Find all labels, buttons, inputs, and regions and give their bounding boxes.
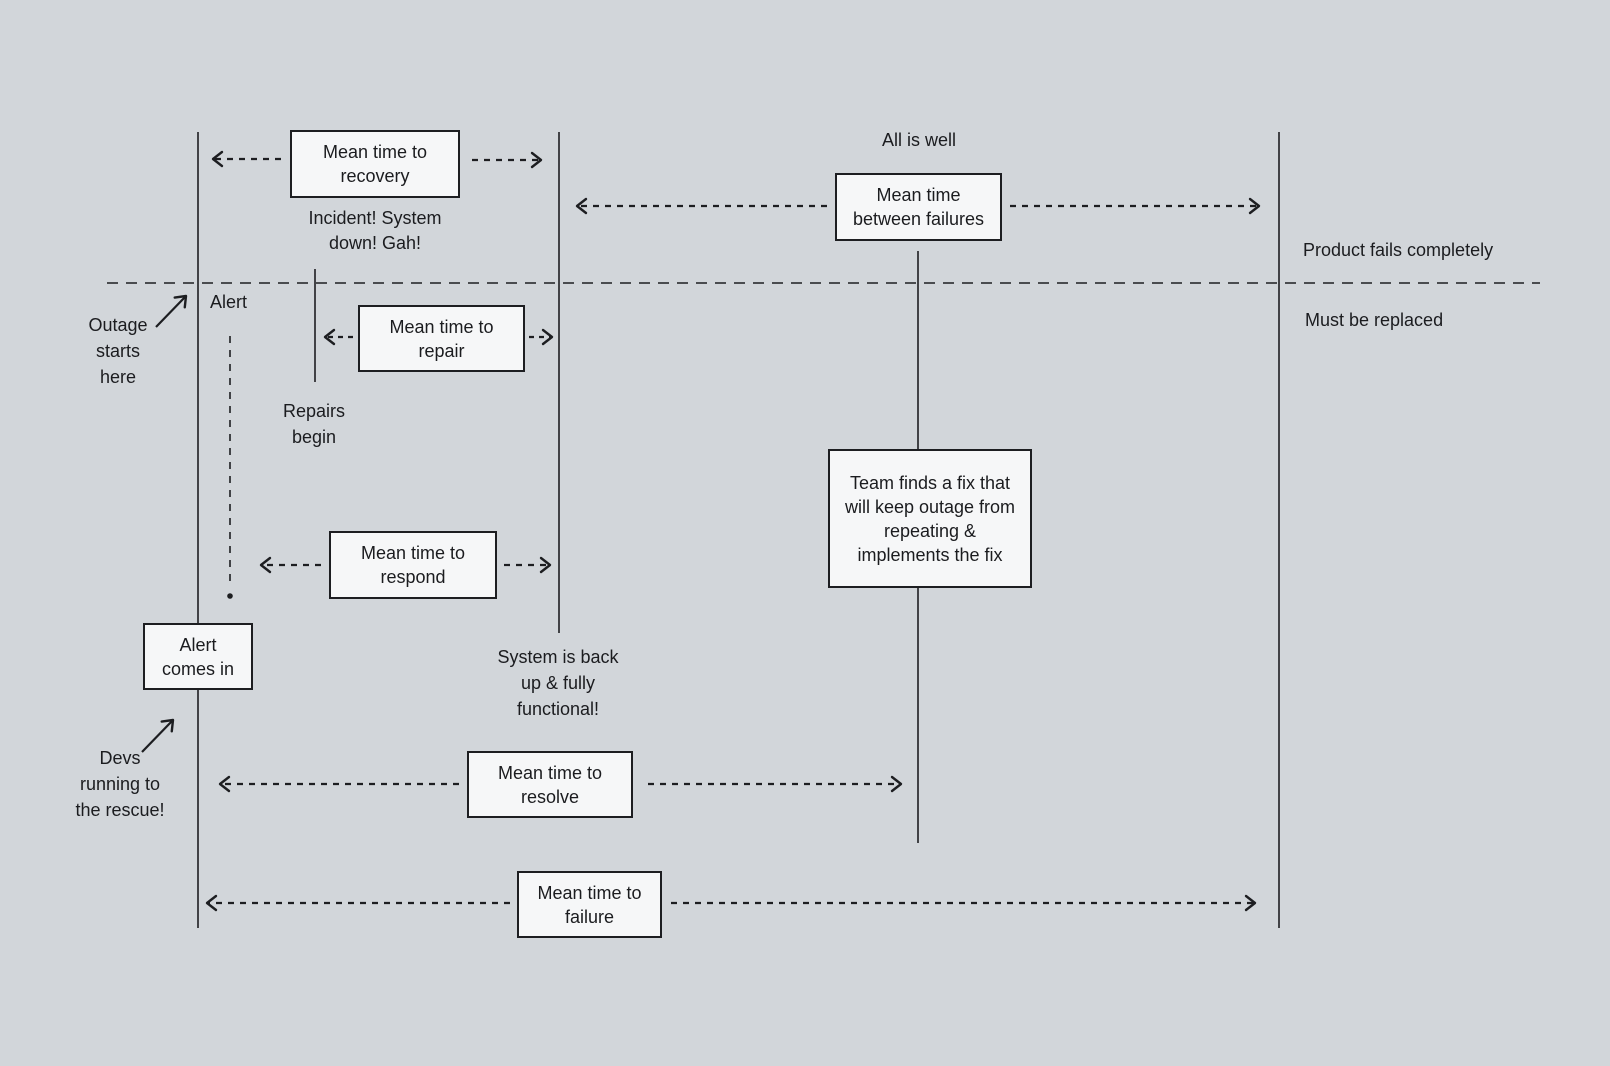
product-fails-completely-label: Product fails completely bbox=[1303, 240, 1494, 260]
alert-drop-end-dot bbox=[227, 593, 233, 599]
mean-time-between-failures-box: Mean time between failures bbox=[835, 173, 1002, 241]
repairs-begin-label: Repairs begin bbox=[282, 401, 346, 447]
devs-pointer-arrow bbox=[141, 718, 175, 753]
system-back-up-label: System is back up & fully functional! bbox=[497, 647, 619, 719]
incident-system-down-label: Incident! System down! Gah! bbox=[308, 208, 442, 253]
mean-time-to-resolve-box: Mean time to resolve bbox=[467, 751, 633, 818]
all-is-well-label: All is well bbox=[881, 130, 956, 150]
alert-comes-in-box: Alert comes in bbox=[143, 623, 253, 690]
outage-starts-here-label: Outage starts here bbox=[88, 315, 148, 387]
alert-label: Alert bbox=[210, 292, 248, 312]
must-be-replaced-label: Must be replaced bbox=[1305, 310, 1444, 330]
mean-time-to-repair-box: Mean time to repair bbox=[358, 305, 525, 372]
mean-time-to-recovery-box: Mean time to recovery bbox=[290, 130, 460, 198]
mean-time-to-failure-box: Mean time to failure bbox=[517, 871, 662, 938]
team-finds-fix-box: Team finds a fix that will keep outage f… bbox=[828, 449, 1032, 588]
devs-running-label: Devs running to the rescue! bbox=[75, 748, 165, 820]
outage-pointer-arrow bbox=[155, 294, 188, 328]
mean-time-to-respond-box: Mean time to respond bbox=[329, 531, 497, 599]
